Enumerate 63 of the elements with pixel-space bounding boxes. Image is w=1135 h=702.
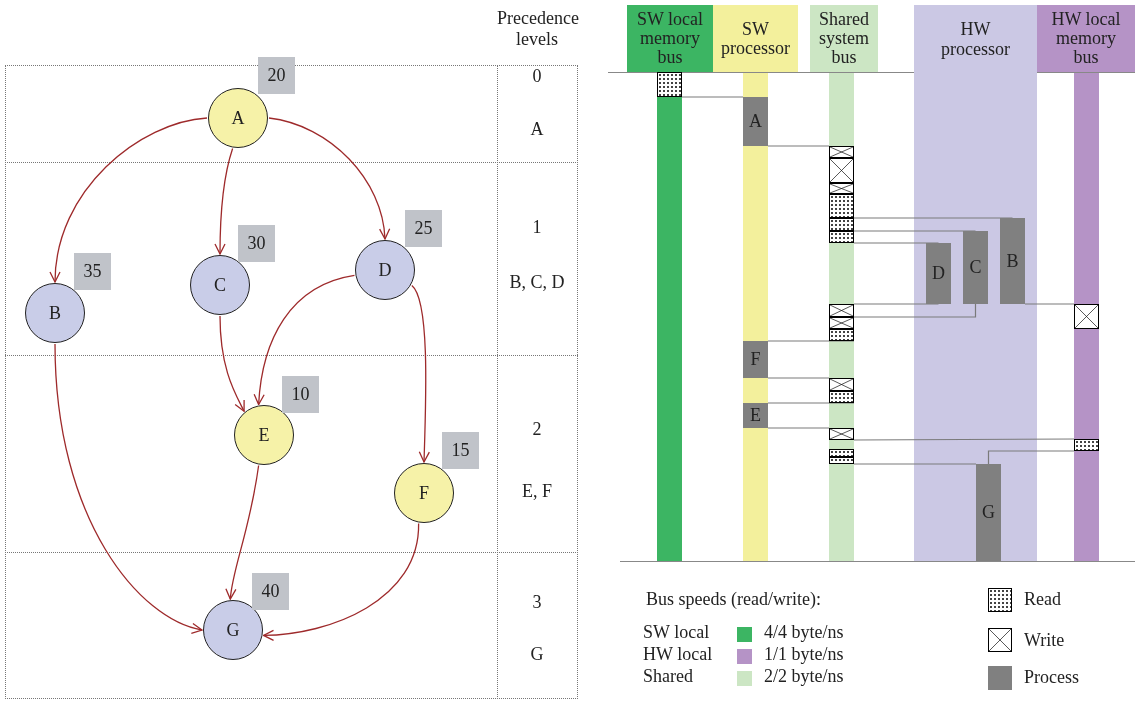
legend-label: Write [1024,630,1065,651]
weight-badge: 10 [282,376,319,413]
connector-line [853,303,940,305]
connector-line [767,145,830,147]
legend-label: 4/4 byte/ns [764,622,844,643]
weight-badge: 20 [258,57,295,94]
bus-name: SW local [643,622,711,643]
lane-header: Shared system bus [810,5,878,72]
connector-line [767,340,855,342]
level-number: 0 [531,66,543,87]
connector-line [767,402,855,404]
level-tasks: G [529,644,545,665]
weight-badge: 40 [252,573,289,610]
connector-line [853,242,940,244]
level-tasks: A [529,119,545,140]
legend-label: Read [1024,589,1061,610]
column-heading: Precedence levels [497,8,577,50]
lane-header: SW local memory bus [627,5,713,72]
connector-line [853,217,1014,219]
connector-line [853,230,977,232]
arrow [225,464,260,600]
connector-line [853,463,977,465]
weight-badge: 30 [238,225,275,262]
connector-line [767,427,830,429]
weight-badge: 25 [405,210,442,247]
arrow [411,284,430,463]
process-block: G [976,464,1001,561]
connector-line [1024,303,1075,305]
level-number: 3 [531,592,543,613]
processor-band [914,5,1037,561]
arrow [219,315,245,412]
weight-badge: 35 [74,253,111,290]
legend-label: 2/2 byte/ns [764,666,844,687]
lane-header: HW processor [940,18,1011,59]
lane-header: SW processor [713,5,798,72]
legend-label: Process [1024,667,1079,688]
process-block: A [743,97,768,146]
lane-header: HW local memory bus [1037,5,1135,72]
level-tasks: E, F [521,481,553,502]
connector-line [767,377,830,379]
arrow [54,343,203,633]
process-block: B [1000,218,1025,304]
arrow [262,522,420,641]
arrow [50,117,208,283]
bus-name: HW local [643,644,714,665]
arrow [268,117,390,240]
process-block: C [963,231,988,304]
connector-line [853,438,1075,441]
process-block: D [926,243,951,304]
arrow [253,274,356,406]
connector-line [681,96,744,98]
level-number: 2 [531,419,543,440]
arrow [214,147,234,255]
process-block: F [743,341,768,378]
level-tasks: B, C, D [508,272,566,293]
process-block: E [743,403,768,428]
level-number: 1 [531,217,543,238]
bus-name: Shared [643,666,694,687]
weight-badge: 15 [442,432,479,469]
connector-line [987,450,1075,465]
connector-line [853,303,977,318]
legend-label: 1/1 byte/ns [764,644,844,665]
legend-title: Bus speeds (read/write): [646,589,822,610]
